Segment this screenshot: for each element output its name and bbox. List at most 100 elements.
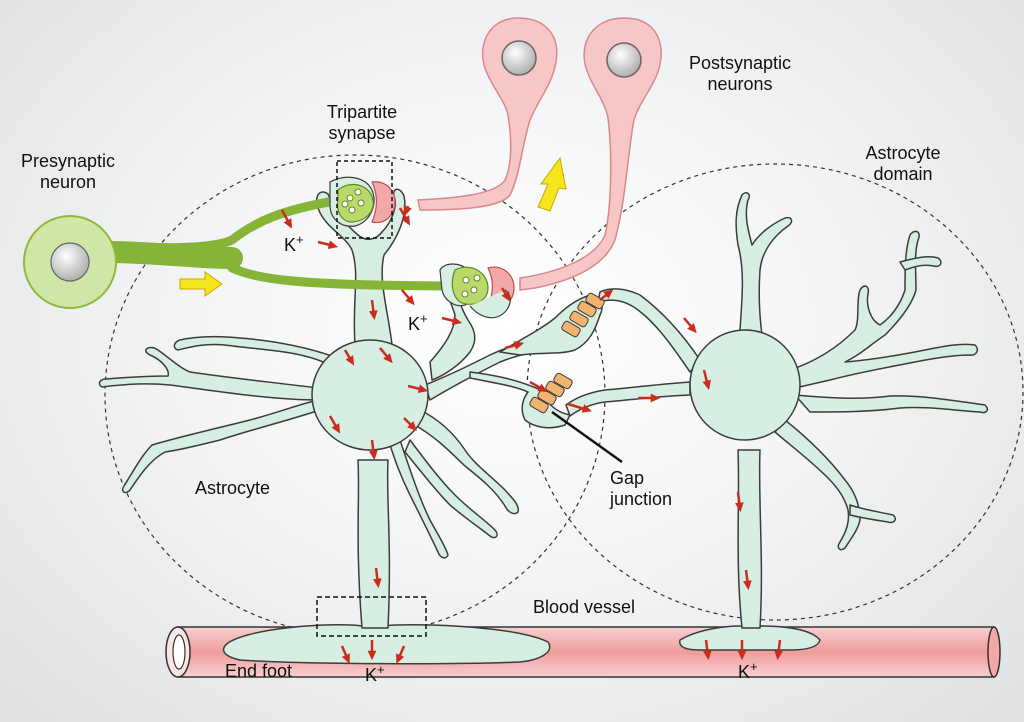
k-flow-arrowhead [687, 323, 697, 334]
right-astrocyte-lower-right-branch [849, 504, 896, 524]
k-flow-arrowhead [345, 355, 355, 366]
k-flow-arrowhead [369, 450, 378, 461]
k-ion-label-right-endfoot: K+ [738, 657, 758, 682]
tripartite-synapse-upper [329, 176, 396, 227]
right-astrocyte-right-process [789, 230, 978, 389]
k-flow-arrowhead [403, 205, 412, 216]
k-flow-arrowhead [737, 650, 747, 661]
gap-junction-label-line1: Gap [610, 468, 645, 488]
k-flow-arrowhead [537, 383, 548, 393]
k-ion-label-synapse: K+ [284, 230, 304, 255]
right-astrocyte-upper-left-process [597, 288, 701, 373]
signal-direction-arrow [179, 271, 223, 297]
left-astrocyte-far-right-lower-process [404, 439, 498, 539]
tripartite-label-line1: Tripartite [326, 102, 398, 122]
k-flow-arrowhead [396, 653, 405, 664]
presynaptic-nucleus [50, 242, 90, 282]
k-flow-arrowhead [369, 310, 378, 321]
tripartite-synapse-label: Tripartite synapse [312, 102, 412, 144]
left-astrocyte-lower-process [389, 439, 449, 559]
k-flow-arrowhead [650, 393, 661, 403]
k-flow-arrowhead [703, 650, 712, 661]
right-astrocyte-stem [737, 449, 763, 629]
k-flow-arrowhead [407, 421, 417, 431]
right-astrocyte-right-upper-branch [899, 256, 942, 271]
tripartite-synapse-box [336, 160, 393, 239]
k-flow-arrowhead [367, 650, 377, 661]
left-astrocyte-stem [357, 459, 391, 629]
k-symbol: K [365, 665, 378, 685]
k-flow-arrowhead [383, 353, 393, 364]
presynaptic-label-line1: Presynaptic [20, 151, 116, 171]
left-astrocyte [98, 188, 603, 665]
right-astrocyte [565, 192, 988, 651]
astrocyte-domain-label-line1: Astrocyte [865, 143, 941, 163]
k-ion-arrows [280, 205, 783, 664]
k-flow-arrowhead [501, 291, 511, 302]
k-flow-arrowhead [735, 502, 744, 513]
presynaptic-neuron-label: Presynaptic neuron [16, 151, 120, 193]
left-astrocyte-soma [311, 339, 429, 451]
k-charge: + [296, 232, 304, 247]
postsynaptic-label-line1: Postsynaptic [688, 53, 792, 73]
postsynaptic-direction-arrow [537, 156, 567, 212]
k-flow-arrowhead [341, 653, 350, 664]
presynaptic-label-line2: neuron [39, 172, 97, 192]
k-symbol: K [408, 314, 421, 334]
k-ion-label-left-endfoot: K+ [365, 660, 385, 685]
right-astrocyte-right-lower-process [794, 394, 988, 414]
astrocyte-label: Astrocyte [195, 478, 271, 498]
k-charge: + [420, 311, 428, 326]
k-flow-arrowhead [417, 384, 429, 393]
gap-junction-lower [529, 372, 573, 414]
k-flow-arrowhead [327, 240, 339, 249]
left-astrocyte-endfoot [222, 624, 551, 665]
left-astrocyte-lower-left-process [121, 399, 321, 494]
k-flow-arrowhead [513, 341, 525, 350]
k-symbol: K [738, 662, 751, 682]
gap-junction-label-line2: junction [610, 489, 673, 509]
postsynaptic-label-line2: neurons [707, 74, 773, 94]
postsynaptic-nucleus-1 [501, 40, 537, 76]
postsynaptic-neurons-label: Postsynaptic neurons [680, 53, 800, 95]
end-foot-label: End foot [225, 661, 293, 681]
k-flow-arrowhead [581, 404, 593, 413]
right-astrocyte-lower-right-process [774, 419, 861, 551]
k-flow-arrowhead [603, 289, 614, 299]
k-symbol: K [284, 235, 297, 255]
k-flow-arrowhead [405, 295, 415, 306]
gap-junction-label: Gap junction [610, 468, 672, 510]
postsynaptic-neuron-1 [417, 17, 558, 211]
k-flow-arrowhead [774, 650, 783, 661]
k-charge: + [750, 659, 758, 674]
right-astrocyte-soma [689, 329, 801, 441]
gap-junction-upper [561, 292, 605, 338]
left-astrocyte-far-left-process [98, 346, 319, 401]
end-foot-box [316, 596, 427, 637]
astrocyte-domain-label: Astrocyte domain [860, 143, 946, 185]
astrocyte-domain-label-line2: domain [873, 164, 933, 184]
presynaptic-neuron [23, 195, 445, 309]
left-astrocyte-gap-process-lower [469, 371, 571, 429]
postsynaptic-nucleus-2 [606, 42, 642, 78]
k-flow-arrowhead [401, 215, 411, 226]
right-astrocyte-endfoot [679, 625, 821, 651]
k-flow-arrowhead [373, 578, 382, 589]
gap-junction-pointer [551, 410, 623, 464]
k-ion-label-lower-synapse: K+ [408, 309, 428, 334]
k-flow-arrowhead [283, 218, 292, 229]
tripartite-label-line2: synapse [328, 123, 396, 143]
blood-vessel-label: Blood vessel [533, 597, 636, 617]
left-astrocyte-lower-right-process [414, 409, 520, 515]
k-flow-arrowhead [451, 316, 463, 325]
k-flow-arrowhead [743, 580, 752, 591]
right-astrocyte-left-process [565, 381, 691, 417]
right-astrocyte-upper-process [735, 192, 793, 336]
k-charge: + [377, 662, 385, 677]
k-flow-arrowhead [702, 379, 711, 391]
postsynaptic-neuron-2 [519, 17, 662, 291]
k-flow-arrowhead [331, 423, 341, 434]
left-astrocyte-upper-left-process [173, 335, 333, 366]
